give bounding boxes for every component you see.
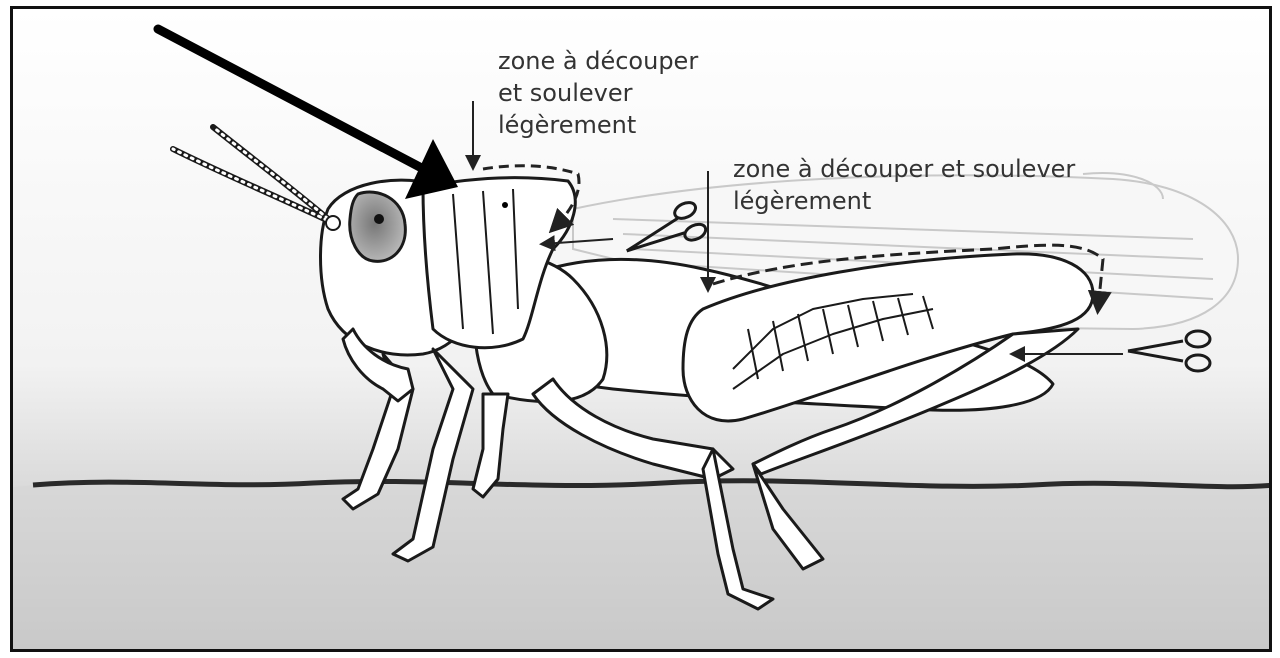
annotation-head-zone: zone à découper et soulever légèrement	[498, 45, 698, 141]
annotation-line: zone à découper	[498, 45, 698, 77]
annotation-wing-zone: zone à découper et soulever légèrement	[733, 153, 1075, 217]
annotation-line: légèrement	[733, 185, 1075, 217]
annotation-line: zone à découper et soulever	[733, 153, 1075, 185]
eye	[350, 192, 406, 261]
ground	[13, 481, 1272, 652]
diagram-frame: zone à découper et soulever légèrement z…	[10, 6, 1272, 652]
annotation-line: et soulever	[498, 77, 698, 109]
annotation-line: légèrement	[498, 109, 698, 141]
